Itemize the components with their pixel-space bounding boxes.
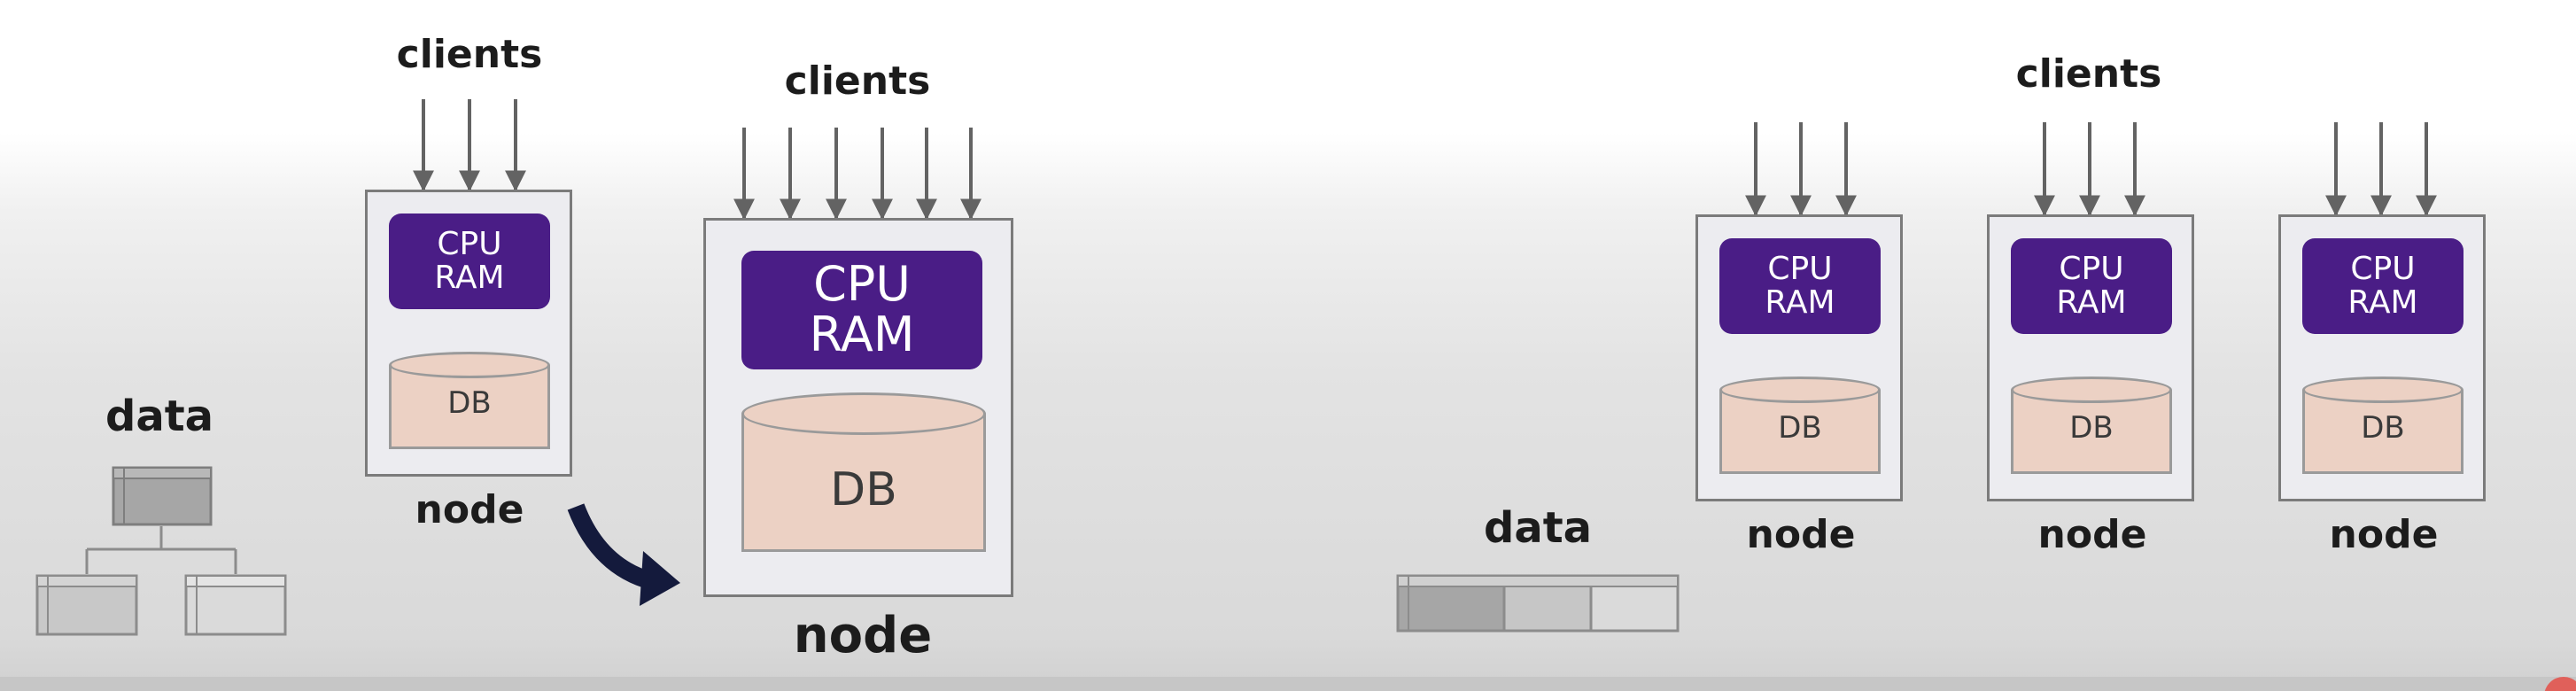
tree-child-record xyxy=(35,574,138,636)
cpu-ram-block: CPU RAM xyxy=(741,251,982,369)
db-label: DB xyxy=(447,385,492,421)
ram-label: RAM xyxy=(1765,284,1835,321)
cpu-label: CPU xyxy=(813,256,911,313)
db-label: DB xyxy=(2361,410,2405,446)
cluster-node-box: CPU RAM DB xyxy=(1695,214,1903,501)
db-label: DB xyxy=(1778,410,1822,446)
db-cylinder: DB xyxy=(389,352,550,449)
tree-data-icon xyxy=(35,466,287,636)
small-node-box: CPU RAM DB xyxy=(365,190,572,477)
node-label: node xyxy=(793,607,933,664)
node-label: node xyxy=(2329,512,2439,557)
client-arrows-right-node-3 xyxy=(2325,122,2437,217)
ram-label: RAM xyxy=(2056,284,2127,321)
cpu-ram-block: CPU RAM xyxy=(389,214,550,309)
db-cylinder: DB xyxy=(741,392,986,552)
node-label: node xyxy=(1746,512,1856,557)
tree-child-record xyxy=(184,574,287,636)
client-arrows-small-node xyxy=(413,99,526,192)
cpu-label: CPU xyxy=(437,226,502,263)
cpu-ram-block: CPU RAM xyxy=(2011,238,2172,334)
cpu-ram-block: CPU RAM xyxy=(2302,238,2463,334)
cluster-node-box: CPU RAM DB xyxy=(2278,214,2486,501)
tree-root-record xyxy=(112,466,213,526)
cluster-node-box: CPU RAM DB xyxy=(1987,214,2194,501)
scale-up-arrow-shaft xyxy=(567,503,655,590)
data-label: data xyxy=(105,392,214,441)
cpu-label: CPU xyxy=(2059,251,2124,288)
clients-label: clients xyxy=(396,32,543,77)
corner-indicator xyxy=(2544,677,2576,691)
client-arrows-right-node-1 xyxy=(1745,122,1857,217)
clients-label: clients xyxy=(2015,51,2162,97)
db-label: DB xyxy=(830,463,897,516)
client-arrows-large-node xyxy=(733,128,982,221)
ram-label: RAM xyxy=(2347,284,2418,321)
clients-label: clients xyxy=(784,58,931,104)
tree-connectors xyxy=(85,526,237,574)
node-label: node xyxy=(415,487,524,532)
cpu-label: CPU xyxy=(1767,251,1833,288)
db-cylinder: DB xyxy=(2011,377,2172,474)
ram-label: RAM xyxy=(434,260,505,296)
scale-up-arrow xyxy=(567,503,680,606)
large-node-box: CPU RAM DB xyxy=(703,218,1013,597)
cpu-ram-block: CPU RAM xyxy=(1719,238,1881,334)
db-cylinder: DB xyxy=(1719,377,1881,474)
client-arrows-right-node-2 xyxy=(2034,122,2145,217)
data-label: data xyxy=(1483,503,1593,553)
partitioned-data-icon xyxy=(1396,574,1680,633)
cpu-label: CPU xyxy=(2350,251,2416,288)
bottom-strip xyxy=(0,677,2576,691)
ram-label: RAM xyxy=(809,307,915,362)
db-label: DB xyxy=(2069,410,2114,446)
node-label: node xyxy=(2037,512,2147,557)
scale-up-arrow-head xyxy=(640,551,680,606)
db-cylinder: DB xyxy=(2302,377,2463,474)
